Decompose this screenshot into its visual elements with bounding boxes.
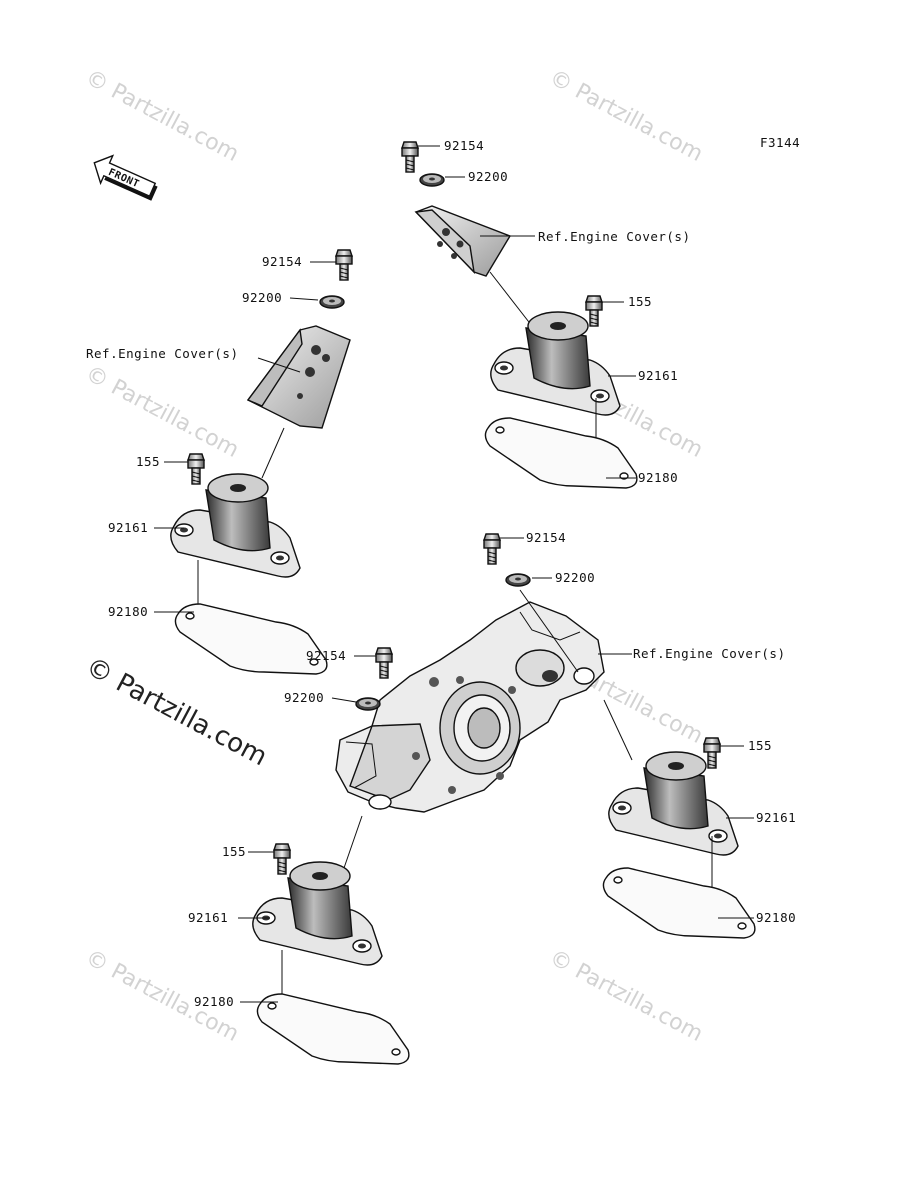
watermark-1: © Partzilla.com (81, 65, 243, 167)
group-right: 155 92161 92180 (602, 699, 796, 939)
bolt-92154-icon (375, 647, 393, 679)
label-92200: 92200 (242, 290, 282, 305)
front-arrow-icon: FRONT (93, 154, 158, 201)
gasket-92180-icon (256, 993, 410, 1065)
watermark-7: © Partzilla.com (545, 945, 707, 1047)
label-155: 155 (748, 738, 772, 753)
label-92161: 92161 (756, 810, 796, 825)
gasket-92180-icon (602, 867, 756, 939)
washer-92200-icon (355, 697, 381, 711)
screw-155-icon (187, 453, 205, 485)
label-ref-engine-cover: Ref.Engine Cover(s) (538, 229, 691, 244)
bracket-icon (246, 325, 351, 429)
label-92180: 92180 (108, 604, 148, 619)
label-92154: 92154 (444, 138, 484, 153)
engine-cover-icon (335, 601, 605, 813)
label-92180: 92180 (194, 994, 234, 1009)
washer-92200-icon (419, 173, 445, 187)
group-top-right: 92154 92200 Ref.Engine Cover(s) 155 9216… (401, 138, 691, 489)
screw-155-icon (585, 295, 603, 327)
group-center: 92154 92200 Ref.Engine Cover(s) (483, 530, 786, 673)
label-92161: 92161 (188, 910, 228, 925)
washer-92200-icon (505, 573, 531, 587)
bolt-92154-icon (401, 141, 419, 173)
watermark-2: © Partzilla.com (545, 65, 707, 167)
washer-92200-icon (319, 295, 345, 309)
mount-92161-icon (252, 861, 383, 966)
group-left: 92154 92200 Ref.Engine Cover(s) 155 9216… (86, 249, 353, 675)
label-92180: 92180 (638, 470, 678, 485)
mount-92161-icon (490, 311, 621, 416)
label-92200: 92200 (284, 690, 324, 705)
label-92161: 92161 (638, 368, 678, 383)
label-ref-engine-cover: Ref.Engine Cover(s) (86, 346, 239, 361)
screw-155-icon (273, 843, 291, 875)
mount-92161-icon (170, 473, 301, 578)
watermark-3: © Partzilla.com (81, 361, 243, 463)
bolt-92154-icon (335, 249, 353, 281)
label-92200: 92200 (555, 570, 595, 585)
label-92161: 92161 (108, 520, 148, 535)
label-155: 155 (222, 844, 246, 859)
label-92180: 92180 (756, 910, 796, 925)
label-155: 155 (628, 294, 652, 309)
group-center-left: 92154 92200 155 92161 92180 (188, 647, 410, 1065)
label-92154: 92154 (306, 648, 346, 663)
figure-code: F3144 (760, 135, 800, 150)
gasket-92180-icon (174, 603, 328, 675)
label-ref-engine-cover: Ref.Engine Cover(s) (633, 646, 786, 661)
bracket-icon (414, 205, 512, 277)
screw-155-icon (703, 737, 721, 769)
mount-92161-icon (608, 751, 739, 856)
label-92200: 92200 (468, 169, 508, 184)
label-155: 155 (136, 454, 160, 469)
label-92154: 92154 (526, 530, 566, 545)
label-92154: 92154 (262, 254, 302, 269)
bolt-92154-icon (483, 533, 501, 565)
